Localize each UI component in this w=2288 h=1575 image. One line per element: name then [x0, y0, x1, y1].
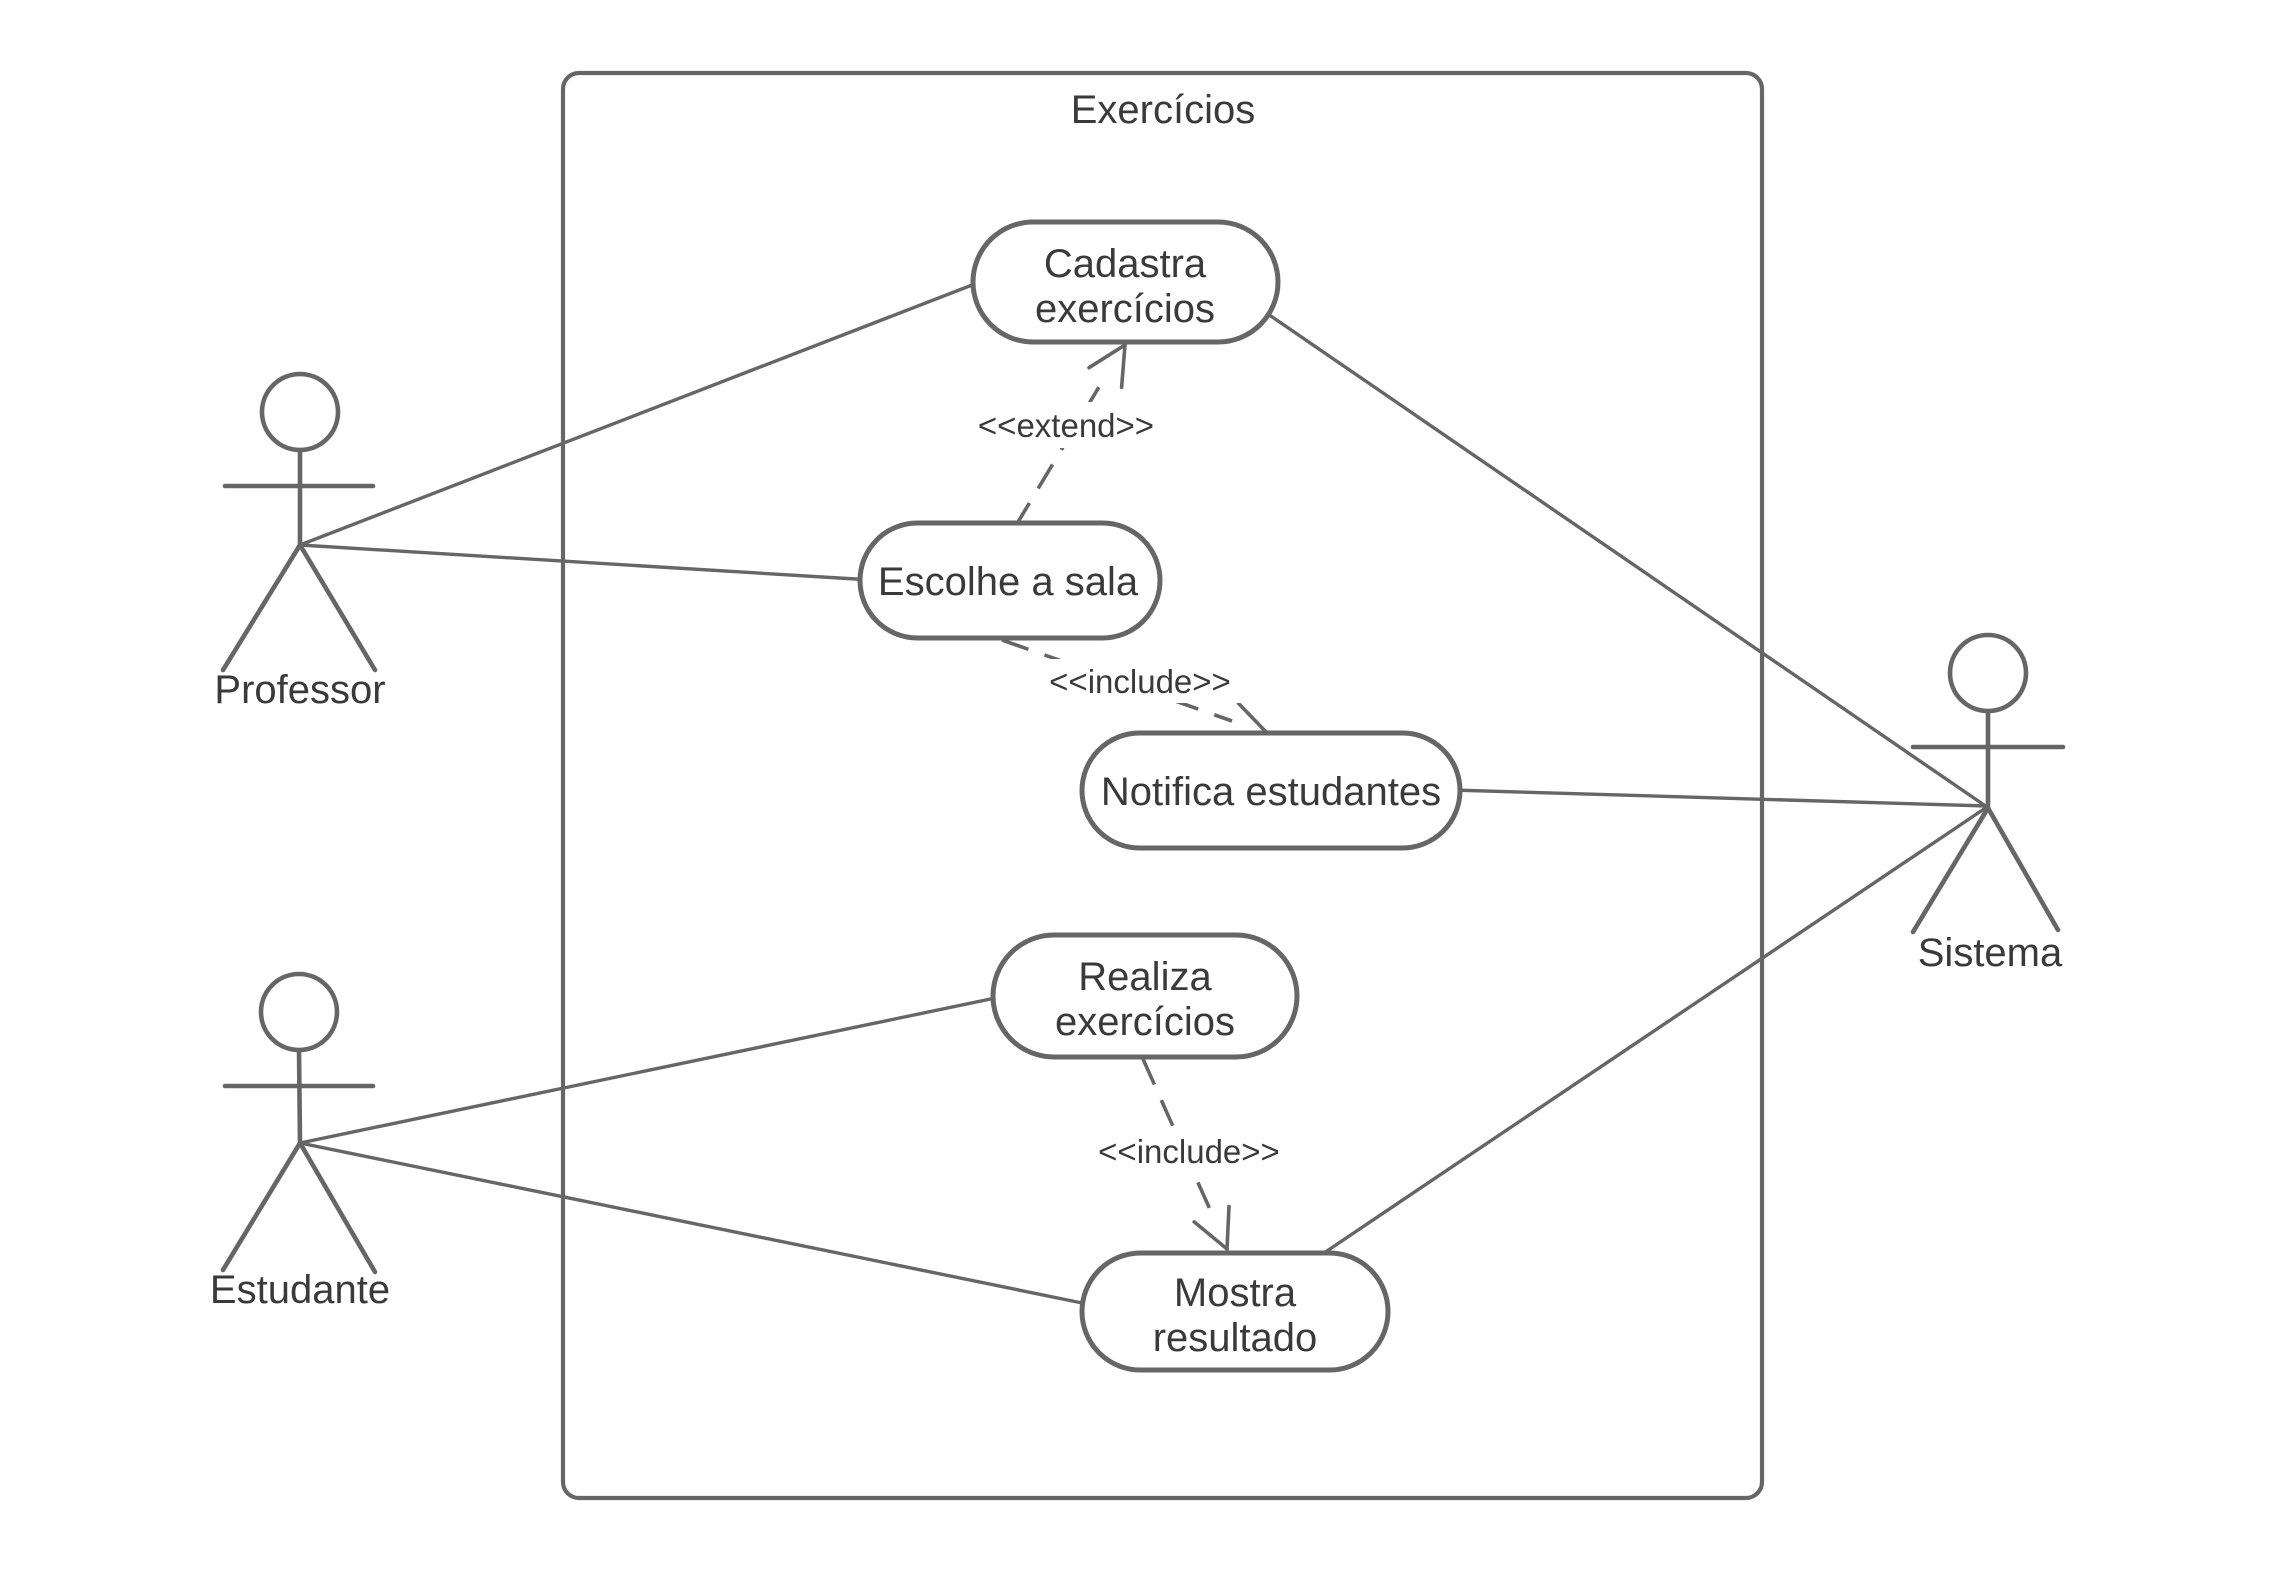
- estudante-right-leg-icon: [297, 1140, 378, 1275]
- use-case-mostra-shape: [1079, 1250, 1391, 1373]
- association-professor-cadastra: [299, 278, 986, 547]
- use-case-realiza-shape: [990, 932, 1300, 1060]
- association-mostra-sistema: [1317, 805, 1988, 1259]
- include-label-group-1: <<include>>: [1036, 659, 1246, 703]
- association-estudante-realiza: [299, 994, 1006, 1145]
- use-case-cadastra-shape: [970, 219, 1281, 345]
- use-case-escolhe-a-sala: Escolhe a sala: [857, 520, 1163, 641]
- use-case-escolhe-shape: [857, 520, 1163, 641]
- use-case-realiza-label-line2: exercícios: [1055, 1000, 1235, 1044]
- association-professor-escolhe: [299, 543, 873, 582]
- professor-right-leg-icon: [297, 542, 378, 673]
- actor-sistema: Sistema: [1910, 632, 2066, 975]
- sistema-left-leg-icon: [1910, 805, 1991, 935]
- sistema-right-leg-icon: [1985, 805, 2061, 933]
- dependency-extend-escolhe-cadastra: [1013, 376, 1107, 528]
- use-case-notifica-label: Notifica estudantes: [1101, 770, 1441, 814]
- use-case-cadastra-label-line1: Cadastra: [1044, 242, 1207, 286]
- include-stereotype-label-2: <<include>>: [1098, 1133, 1280, 1170]
- estudante-label: Estudante: [210, 1268, 390, 1312]
- sistema-label: Sistema: [1918, 931, 2063, 975]
- use-case-cadastra-label-line2: exercícios: [1035, 287, 1215, 331]
- arrowhead-extend-icon: [1087, 341, 1128, 390]
- estudante-body-icon: [296, 1047, 303, 1146]
- sistema-head-icon: [1947, 632, 2029, 714]
- use-case-escolhe-label: Escolhe a sala: [878, 560, 1139, 604]
- use-case-mostra-label-line1: Mostra: [1174, 1271, 1297, 1315]
- dependency-include-escolhe-notifica: [1001, 638, 1233, 723]
- system-boundary-box: [560, 70, 1765, 1501]
- use-case-notifica-estudantes: Notifica estudantes: [1079, 730, 1463, 851]
- actor-professor: Professor: [214, 371, 386, 712]
- use-case-notifica-shape: [1079, 730, 1463, 851]
- system-boundary-title: Exercícios: [1071, 88, 1256, 132]
- extend-label-group: <<extend>>: [962, 402, 1172, 448]
- professor-label: Professor: [214, 668, 385, 712]
- use-case-mostra-resultado: Mostra resultado: [1079, 1250, 1391, 1373]
- association-cadastra-sistema: [1261, 308, 1988, 809]
- dependency-include-realiza-mostra: [1141, 1058, 1214, 1215]
- extend-label-bg: [962, 402, 1172, 448]
- use-case-realiza-label-line1: Realiza: [1078, 955, 1212, 999]
- use-case-cadastra-exercicios: Cadastra exercícios: [970, 219, 1281, 345]
- association-notifica-sistema: [1451, 788, 1988, 808]
- estudante-left-leg-icon: [220, 1140, 303, 1273]
- actor-estudante: Estudante: [210, 971, 390, 1312]
- professor-left-leg-icon: [220, 542, 303, 673]
- association-estudante-mostra: [299, 1141, 1093, 1307]
- include-label-2-bg: [1085, 1129, 1295, 1173]
- arrowhead-include-2-icon: [1192, 1204, 1231, 1253]
- extend-stereotype-label: <<extend>>: [978, 407, 1154, 444]
- include-label-group-2: <<include>>: [1085, 1129, 1295, 1173]
- use-case-realiza-exercicios: Realiza exercícios: [990, 932, 1300, 1060]
- include-label-1-bg: [1036, 659, 1246, 703]
- include-stereotype-label-1: <<include>>: [1049, 663, 1231, 700]
- use-case-mostra-label-line2: resultado: [1153, 1316, 1318, 1360]
- professor-head-icon: [259, 371, 341, 453]
- estudante-head-icon: [258, 971, 340, 1053]
